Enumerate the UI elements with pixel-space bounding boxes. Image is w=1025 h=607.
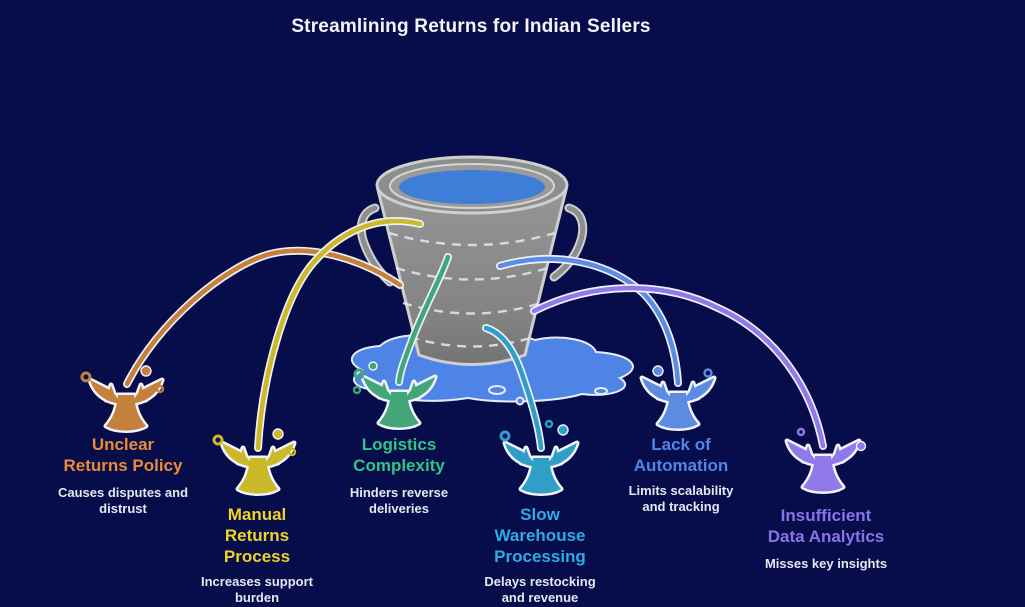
splash-insufficient-data-analytics	[787, 427, 867, 492]
issue-heading-unclear-returns-policy: Unclear Returns Policy	[63, 435, 183, 475]
splash-unclear-returns-policy	[80, 365, 163, 431]
issue-description-manual-returns-process: Increases support burden	[201, 574, 313, 605]
issue-heading-lack-of-automation: Lack of Automation	[633, 435, 729, 475]
splash-slow-warehouse-processing	[499, 419, 577, 494]
issue-description-slow-warehouse-processing: Delays restocking and revenue	[484, 574, 596, 605]
splash-logistics-complexity	[352, 361, 435, 428]
issue-description-logistics-complexity: Hinders reverse deliveries	[349, 485, 449, 516]
stream-insufficient-data-analytics	[530, 284, 867, 492]
issue-heading-slow-warehouse-processing: Slow Warehouse Processing	[494, 505, 586, 566]
issue-heading-insufficient-data-analytics: Insufficient Data Analytics	[767, 506, 885, 546]
water-surface	[399, 170, 545, 204]
page-title: Streamlining Returns for Indian Sellers	[291, 16, 651, 37]
issue-description-lack-of-automation: Limits scalability and tracking	[628, 483, 734, 514]
issue-heading-logistics-complexity: Logistics Complexity	[353, 435, 445, 475]
splash-lack-of-automation	[642, 365, 714, 429]
bucket-dashed-bands	[388, 231, 556, 348]
stream-slow-warehouse-processing	[482, 324, 577, 494]
issue-heading-manual-returns-process: Manual Returns Process	[223, 505, 291, 566]
stream-manual-returns-process	[212, 217, 424, 494]
bucket	[356, 155, 588, 366]
issue-description-insufficient-data-analytics: Misses key insights	[764, 556, 888, 571]
splash-manual-returns-process	[212, 428, 295, 494]
bucket-body	[376, 188, 568, 366]
stream-logistics-complexity	[352, 253, 452, 428]
issue-description-unclear-returns-policy: Causes disputes and distrust	[57, 485, 189, 516]
bucket-handle-right	[551, 205, 586, 280]
stream-unclear-returns-policy	[80, 246, 404, 431]
